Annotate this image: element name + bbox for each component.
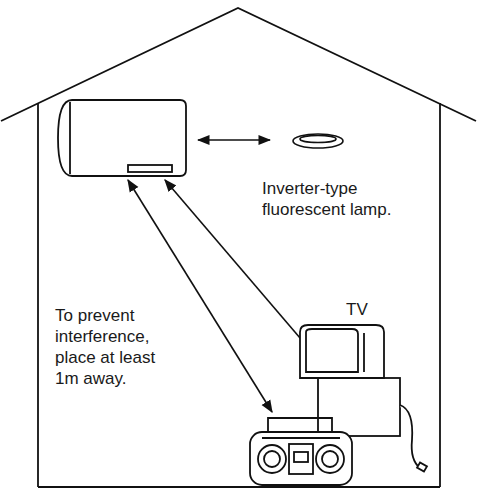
house-outline (1, 8, 476, 487)
fluorescent-lamp (293, 134, 343, 148)
lamp-label: Inverter-type fluorescent lamp. (262, 178, 392, 220)
tv-label: TV (346, 299, 386, 320)
air-conditioner (58, 100, 186, 176)
note-text: To prevent interference, place at least … (55, 305, 181, 389)
radio-cassette (250, 418, 352, 485)
